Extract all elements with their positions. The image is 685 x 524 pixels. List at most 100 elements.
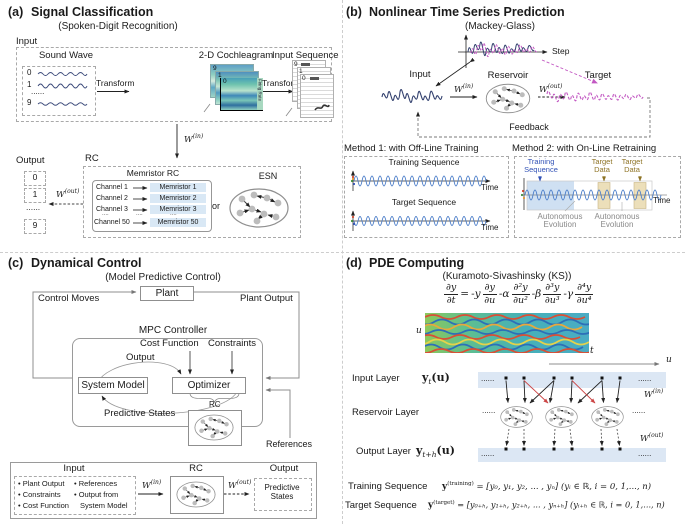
panel-a-deco: [203, 103, 293, 117]
input-dots-right: ......: [638, 374, 652, 383]
esn-label: ESN: [258, 171, 278, 181]
panel-a-signal-classification: (a) Signal Classification (Spoken-Digit …: [0, 0, 342, 252]
panel-d-title: PDE Computing: [369, 256, 465, 270]
w-in-label-c: W(in): [142, 479, 162, 491]
mpc-connectors: [32, 290, 300, 438]
target-sequence-label: Target Sequence: [345, 500, 417, 511]
cost-function-label: Cost Function: [140, 338, 199, 349]
w-base: W: [184, 134, 193, 145]
constraints-label: Constraints: [208, 338, 257, 349]
w-base: W: [644, 389, 653, 400]
predictive-states-line1: Predictive: [264, 483, 300, 492]
ks-equation: ∂y∂t = -y ∂y∂u -α ∂²y∂u² -β ∂³y∂u³ -γ ∂⁴…: [444, 282, 594, 306]
eq-num: ∂³y: [543, 282, 562, 295]
transform-label-1: Transform: [96, 78, 135, 88]
w-base: W: [56, 189, 65, 200]
w-base: W: [539, 84, 548, 95]
eq-coef: -γ: [563, 288, 574, 301]
w-out-sup: (out): [547, 83, 563, 90]
method2-time: Time: [653, 196, 671, 205]
output-cycle-label: Output: [126, 352, 155, 363]
output-ellipsis: ......: [26, 202, 41, 212]
plant-box: Plant: [140, 286, 194, 301]
eq-term3: ∂³y∂u³: [543, 282, 562, 306]
panel-b-subtitle: (Mackey-Glass): [464, 21, 535, 32]
sound-wave-digit-9: 9: [27, 98, 32, 107]
optimizer-box: Optimizer: [172, 377, 246, 394]
rc-box-a: [83, 166, 301, 238]
ks-t-axis-label: t: [590, 346, 594, 356]
eq-num: ∂y: [482, 282, 497, 295]
y-sub: t: [428, 377, 432, 387]
formula-body: = [y₀, y₁, y₂, ... , yₙ] (yᵢ ∈ ℝ, i = 0,…: [473, 481, 652, 492]
feedback-label: Feedback: [509, 122, 549, 132]
eq-den: ∂u⁴: [576, 294, 592, 306]
channel-2: Channel 2: [96, 195, 128, 202]
sound-wave-0: [37, 72, 88, 76]
separator-vertical: [342, 0, 343, 524]
panel-b-tag: (b): [346, 5, 362, 19]
panel-c-title: Dynamical Control: [31, 256, 142, 270]
panel-c-tag: (c): [8, 256, 24, 270]
method1-training-label: Training Sequence: [388, 157, 460, 167]
input-waveform: [381, 89, 443, 103]
doc-scribble-icon: [314, 104, 330, 111]
method2-title: Method 2: with On-Line Retraining: [512, 143, 657, 154]
transform-arrow-2: [263, 89, 294, 94]
reservoir-dots-left: ......: [482, 406, 496, 415]
io-bullet: • Plant Output: [18, 479, 65, 488]
eq-den: ∂t: [446, 294, 456, 306]
input-sequence-label: Input Sequence: [272, 50, 339, 61]
formula-sup: (training): [447, 481, 474, 487]
panel-a-subtitle: (Spoken-Digit Recognition): [58, 21, 178, 32]
reservoir-dots-right: ......: [632, 406, 646, 415]
eq-den: ∂u²: [513, 294, 528, 306]
mpc-controller-box: [72, 338, 263, 427]
channel-arrow-50: [133, 221, 148, 225]
memristor-1: Memristor 1: [150, 182, 206, 192]
method2-target-2-line1: Target: [621, 157, 643, 166]
channel-dots-3: ....: [170, 211, 177, 217]
reservoir-layer-label: Reservoir Layer: [352, 407, 420, 418]
doc-smudge-9: [301, 63, 310, 66]
formula-sup: (target): [433, 500, 455, 506]
eq-term1: ∂y∂u: [482, 282, 497, 306]
predictive-states-label: Predictive States: [104, 408, 176, 419]
io-bullet: • Output from: [74, 490, 119, 499]
sound-wave-box: [22, 66, 96, 116]
method2-target-1-line2: Data: [594, 165, 610, 174]
w-in-sup: (in): [150, 479, 162, 486]
y-arg: (u): [436, 444, 455, 457]
formula-vec: y: [428, 500, 434, 511]
w-in-arrow-c: [138, 492, 164, 496]
memristor-50: Memristor 50: [150, 217, 206, 227]
mpc-controller-label: MPC Controller: [138, 325, 208, 336]
eq-coef: -y: [471, 288, 481, 301]
output-dots-right: ......: [638, 449, 652, 458]
or-label: or: [212, 201, 221, 211]
panel-b-time-series-prediction: (b) Nonlinear Time Series Prediction (Ma…: [342, 0, 685, 252]
w-in-sup: (in): [652, 388, 664, 395]
target-waveform: [546, 90, 644, 103]
memristor-3: Memristor 3: [150, 204, 206, 214]
channel-1: Channel 1: [96, 184, 128, 191]
method2-box: [514, 156, 681, 238]
channel-dots-2: ....: [136, 211, 143, 217]
channel-arrow-1: [133, 186, 148, 190]
rc-network-icon-io: [174, 480, 218, 509]
w-in-label-d: W(in): [644, 388, 664, 400]
output-digit-9: 9: [24, 219, 46, 234]
rc-label-mpc: RC: [209, 400, 221, 409]
io-bullet: System Model: [80, 501, 128, 510]
eq-den: ∂u: [484, 294, 496, 306]
io-input-col2: • References • Output from System Model: [74, 478, 128, 511]
predictive-states-box: [254, 478, 312, 511]
output-section-label: Output: [16, 155, 45, 166]
w-out-arrow-a: [48, 202, 83, 206]
w-base: W: [228, 480, 237, 491]
w-out-arrow-c: [224, 492, 250, 496]
w-base: W: [640, 433, 649, 444]
sound-wave-9: [37, 102, 88, 106]
w-out-label-c: W(out): [228, 479, 251, 491]
layer-network: [478, 376, 668, 451]
